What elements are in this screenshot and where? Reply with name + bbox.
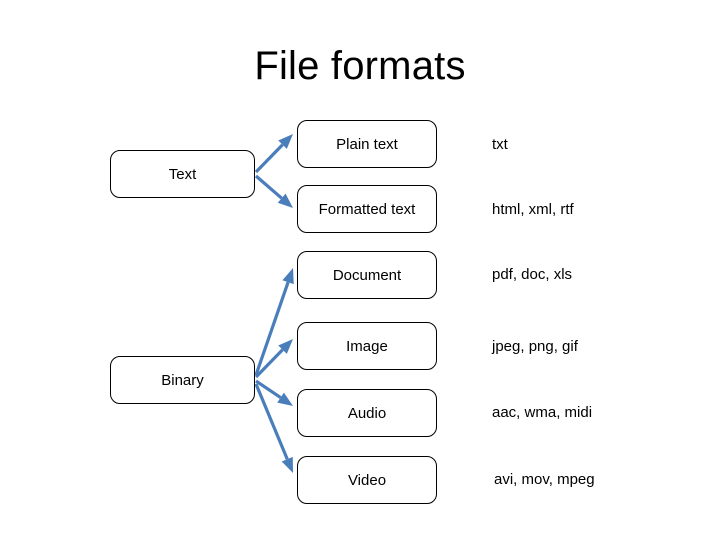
node-label: Text xyxy=(168,165,197,183)
extension-image: jpeg, png, gif xyxy=(492,338,578,355)
extension-video: avi, mov, mpeg xyxy=(494,471,595,488)
extension-formatted: html, xml, rtf xyxy=(492,201,574,218)
node-plain-text[interactable]: Plain text xyxy=(297,120,437,168)
node-label: Formatted text xyxy=(318,200,416,218)
arrow-binary-to-audio xyxy=(255,379,293,406)
node-formatted-text[interactable]: Formatted text xyxy=(297,185,437,233)
node-label: Image xyxy=(346,337,388,355)
node-label: Plain text xyxy=(336,135,398,153)
extension-audio: aac, wma, midi xyxy=(492,404,593,421)
arrow-binary-to-video xyxy=(254,383,293,473)
extension-txt: txt xyxy=(492,136,508,153)
node-document[interactable]: Document xyxy=(297,251,437,299)
page-title: File formats xyxy=(254,44,466,88)
node-text[interactable]: Text xyxy=(110,150,255,198)
node-audio[interactable]: Audio xyxy=(297,389,437,437)
node-label: Binary xyxy=(161,371,204,389)
node-binary[interactable]: Binary xyxy=(110,356,255,404)
extension-document: pdf, doc, xls xyxy=(492,266,573,283)
node-label: Video xyxy=(347,471,387,489)
node-label: Document xyxy=(332,266,402,284)
arrow-text-to-plain-text xyxy=(254,134,293,174)
arrow-binary-to-image xyxy=(254,339,293,379)
arrow-text-to-formatted-text xyxy=(254,174,293,208)
node-label: Audio xyxy=(347,404,387,422)
arrow-binary-to-document xyxy=(254,268,294,376)
node-image[interactable]: Image xyxy=(297,322,437,370)
node-video[interactable]: Video xyxy=(297,456,437,504)
